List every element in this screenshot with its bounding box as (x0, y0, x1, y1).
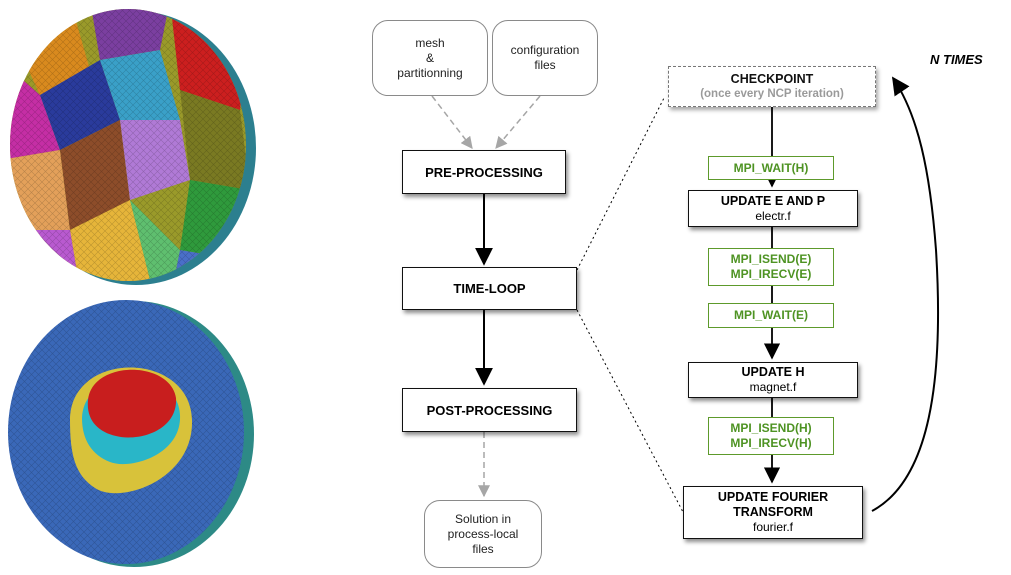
post-processing-label: POST-PROCESSING (426, 402, 553, 418)
mpi-irecv-e-label: MPI_IRECV(E) (730, 267, 812, 281)
update-fourier-step: UPDATE FOURIER TRANSFORM fourier.f (683, 486, 863, 539)
n-times-label: N TIMES (930, 52, 983, 67)
checkpoint-step: CHECKPOINT (once every NCP iteration) (668, 66, 876, 107)
zoom-line-bottom (576, 309, 684, 513)
update-h-step: UPDATE H magnet.f (688, 362, 858, 398)
mpi-isend-h-label: MPI_ISEND(H) (730, 421, 812, 435)
configuration-files-input: configuration files (492, 20, 598, 96)
mesh-partitioning-input: mesh & partitionning (372, 20, 488, 96)
mpi-wait-h-label: MPI_WAIT(H) (733, 160, 809, 175)
checkpoint-title: CHECKPOINT (730, 71, 814, 86)
mpi-wait-e-label: MPI_WAIT(E) (734, 308, 808, 322)
repeat-loop-arrow (871, 76, 940, 512)
update-fourier-title-1: UPDATE FOURIER (717, 490, 829, 504)
mpi-isend-e-label: MPI_ISEND(E) (730, 252, 812, 266)
solution-line-3: files (472, 541, 494, 556)
files-label: files (534, 58, 556, 72)
mpi-send-e-box: MPI_ISEND(E) MPI_IRECV(E) (708, 248, 834, 286)
update-fourier-title-2: TRANSFORM (733, 505, 813, 519)
update-h-title: UPDATE H (741, 365, 805, 379)
pre-processing-step: PRE-PROCESSING (402, 150, 566, 194)
config-to-pre-arrow (495, 95, 541, 149)
partitioned-mesh-image (8, 9, 256, 567)
mpi-wait-h-box: MPI_WAIT(H) (708, 156, 834, 180)
solution-output: Solution in process-local files (424, 500, 542, 568)
pre-processing-label: PRE-PROCESSING (425, 164, 543, 180)
configuration-label: configuration (510, 43, 580, 57)
update-e-file: electr.f (755, 208, 791, 223)
ampersand-label: & (425, 50, 434, 65)
update-e-step: UPDATE E AND P electr.f (688, 190, 858, 227)
checkpoint-note: (once every NCP iteration) (700, 87, 844, 100)
mpi-send-h-box: MPI_ISEND(H) MPI_IRECV(H) (708, 417, 834, 455)
time-loop-label: TIME-LOOP (453, 281, 526, 296)
mpi-irecv-h-label: MPI_IRECV(H) (730, 436, 812, 450)
mesh-to-pre-arrow (431, 95, 473, 149)
post-processing-step: POST-PROCESSING (402, 388, 577, 432)
partitioning-label: partitionning (397, 65, 463, 80)
solution-line-1: Solution in (454, 511, 512, 526)
zoom-line-top (576, 95, 666, 271)
mpi-wait-e-box: MPI_WAIT(E) (708, 303, 834, 328)
update-fourier-file: fourier.f (752, 520, 794, 534)
time-loop-step: TIME-LOOP (402, 267, 577, 310)
update-h-file: magnet.f (749, 380, 797, 394)
mesh-label: mesh (415, 35, 445, 50)
update-e-title: UPDATE E AND P (720, 193, 826, 208)
solution-line-2: process-local (447, 526, 519, 541)
